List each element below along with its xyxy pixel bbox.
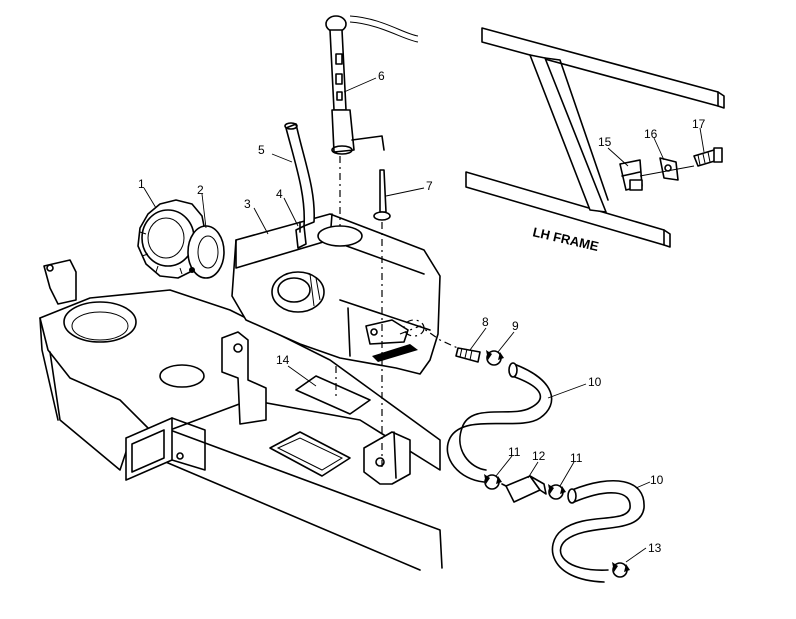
bolt-17 [693, 147, 723, 167]
callout-16: 16 [644, 127, 658, 141]
chassis-bracket-left [221, 331, 267, 425]
callout-1: 1 [138, 177, 145, 191]
callout-12: 12 [532, 449, 546, 463]
clamp-11-left [484, 474, 502, 490]
fuel-valve-7 [373, 169, 391, 221]
callout-2: 2 [197, 183, 204, 197]
gasket-2 [187, 225, 225, 279]
clamp-13 [612, 562, 630, 578]
callout-17: 17 [692, 117, 706, 131]
callout-7: 7 [426, 179, 433, 193]
fuel-filter-12 [501, 475, 547, 503]
clamp-11-right [548, 484, 566, 500]
fuel-sender-6 [325, 15, 419, 155]
callout-14: 14 [276, 353, 290, 367]
lh-frame [465, 27, 725, 248]
callout-numbers: 1 2 3 4 5 6 7 8 9 10 11 12 11 10 13 14 1… [138, 69, 706, 555]
fuel-hose-10-lower [551, 479, 645, 583]
chassis-bracket-right [363, 431, 411, 485]
fitting-8 [455, 347, 481, 363]
clip-16 [659, 157, 679, 181]
callout-15: 15 [598, 135, 612, 149]
callout-10-lower: 10 [650, 473, 664, 487]
callout-11-left: 11 [508, 445, 521, 459]
lh-frame-label: LH FRAME [531, 224, 600, 254]
callout-11-right: 11 [570, 451, 583, 465]
pad-14 [295, 375, 371, 415]
fuel-tank-3 [231, 213, 441, 375]
callout-6: 6 [378, 69, 385, 83]
callout-13: 13 [648, 541, 662, 555]
callout-5: 5 [258, 143, 265, 157]
fuel-hose-10-upper [446, 362, 553, 483]
callout-3: 3 [244, 197, 251, 211]
callout-8: 8 [482, 315, 489, 329]
frame-bracket-15 [619, 159, 643, 191]
vent-hose-5 [284, 122, 316, 227]
callout-10-upper: 10 [588, 375, 602, 389]
callout-9: 9 [512, 319, 519, 333]
leader-lines [143, 77, 705, 563]
clamp-9 [486, 350, 504, 366]
callout-4: 4 [276, 187, 283, 201]
vent-fitting-4 [295, 221, 307, 249]
